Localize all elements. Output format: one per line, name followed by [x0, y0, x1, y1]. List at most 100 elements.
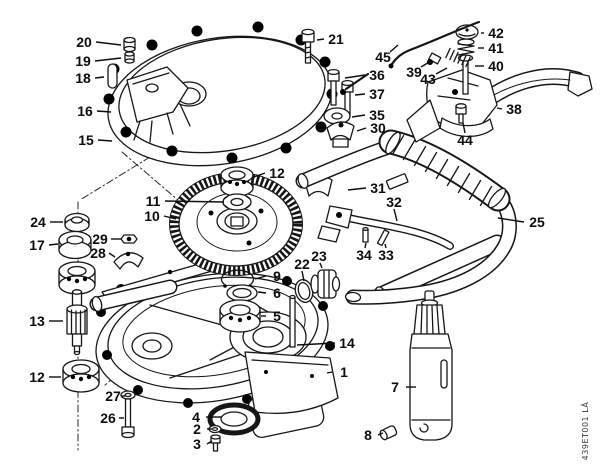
part-collar-23	[310, 269, 341, 299]
callout-42: 42	[488, 25, 504, 41]
callout-leader-6	[257, 291, 267, 294]
part-bracket-arm-32	[317, 205, 454, 250]
callout-leader-15	[97, 139, 113, 142]
part-plug-8	[379, 425, 398, 441]
callout-leader-18	[94, 76, 105, 79]
part-nut-29	[120, 234, 138, 244]
part-housing-lower	[95, 272, 335, 439]
callout-leader-30	[356, 127, 367, 132]
part-clevis-39	[427, 52, 442, 65]
callout-20: 20	[76, 34, 92, 50]
callout-19: 19	[75, 53, 91, 69]
callout-6: 6	[273, 285, 281, 301]
part-cable-plate	[385, 173, 409, 190]
part-bearing-12-top	[220, 166, 254, 197]
callout-33: 33	[378, 247, 394, 263]
callout-12: 12	[29, 369, 45, 385]
callout-45: 45	[375, 49, 391, 65]
callout-leader-17	[48, 243, 59, 246]
callout-40: 40	[488, 58, 504, 74]
callout-leader-14	[296, 342, 336, 346]
part-rear-handle-38	[406, 68, 593, 143]
part-grip	[378, 129, 511, 212]
callout-3: 3	[193, 436, 201, 452]
part-housing-cover	[103, 21, 338, 167]
part-bearing-5	[219, 299, 261, 333]
callout-leader-23	[319, 262, 323, 269]
part-seal-17	[58, 230, 92, 260]
part-washer-11	[222, 193, 252, 211]
drawing-code: 439ET001 LÄ	[580, 402, 590, 461]
callout-leader-33	[384, 243, 387, 249]
part-trigger	[439, 117, 494, 138]
part-screw-36	[327, 68, 340, 106]
callout-leader-31	[347, 187, 367, 191]
part-pin-14	[289, 294, 296, 348]
callout-27: 27	[105, 388, 121, 404]
callout-38: 38	[506, 101, 522, 117]
part-pin-33	[376, 229, 390, 247]
callout-31: 31	[370, 180, 386, 196]
callout-leader-16	[96, 110, 112, 113]
part-deflector-1	[244, 351, 339, 415]
callout-39: 39	[406, 64, 422, 80]
callout-13: 13	[29, 313, 45, 329]
part-gear-10	[169, 172, 303, 276]
callout-28: 28	[90, 245, 106, 261]
part-sleeve-19	[124, 51, 135, 64]
part-washer-27	[120, 390, 136, 400]
callout-7: 7	[391, 379, 399, 395]
part-pin-18	[107, 63, 118, 89]
part-throttle-rod-45	[340, 20, 481, 95]
part-seal-4	[207, 402, 261, 436]
callout-leader-20	[95, 41, 122, 46]
part-tube-left	[89, 279, 178, 313]
part-spring-43	[445, 47, 471, 68]
callout-12: 12	[269, 165, 285, 181]
callout-29: 29	[92, 231, 108, 247]
callout-26: 26	[100, 410, 116, 426]
callout-2: 2	[193, 421, 201, 437]
part-screw-26	[121, 398, 135, 439]
callout-leader-32	[393, 208, 398, 222]
callout-24: 24	[30, 214, 46, 230]
callout-leader-39	[420, 60, 432, 68]
callout-5: 5	[273, 308, 281, 324]
callout-43: 43	[420, 71, 436, 87]
callout-leader-22	[301, 270, 305, 282]
callout-21: 21	[328, 31, 344, 47]
callout-32: 32	[386, 194, 402, 210]
part-washer-35	[323, 107, 351, 125]
callout-leader-28	[108, 252, 116, 258]
part-pin-34	[362, 227, 369, 243]
callout-36: 36	[369, 67, 385, 83]
callout-18: 18	[75, 70, 91, 86]
callout-leader-44	[462, 122, 466, 134]
callout-22: 22	[294, 256, 310, 272]
callout-leader-45	[389, 44, 399, 53]
callout-8: 8	[364, 427, 372, 443]
part-clamp-28	[113, 251, 144, 270]
part-shaft-7	[409, 290, 453, 441]
part-oring-22	[294, 279, 314, 303]
callout-9: 9	[273, 268, 281, 284]
callout-leader-37	[354, 93, 366, 96]
part-washer-24	[64, 212, 90, 233]
callout-30: 30	[370, 120, 386, 136]
callout-23: 23	[311, 248, 327, 264]
callout-leader-21	[316, 38, 325, 41]
part-ring-6	[226, 284, 258, 302]
callout-10: 10	[144, 208, 160, 224]
diagram-art: 439ET001 LÄ	[58, 20, 593, 461]
callout-leader-34	[364, 242, 367, 249]
part-clamp-30	[326, 121, 355, 148]
callout-leader-35	[351, 114, 366, 118]
callout-leader-19	[94, 57, 122, 62]
callout-34: 34	[356, 247, 372, 263]
part-bolt-44	[455, 103, 467, 124]
callout-leader-12	[253, 172, 266, 178]
callout-leader-1	[326, 371, 333, 374]
